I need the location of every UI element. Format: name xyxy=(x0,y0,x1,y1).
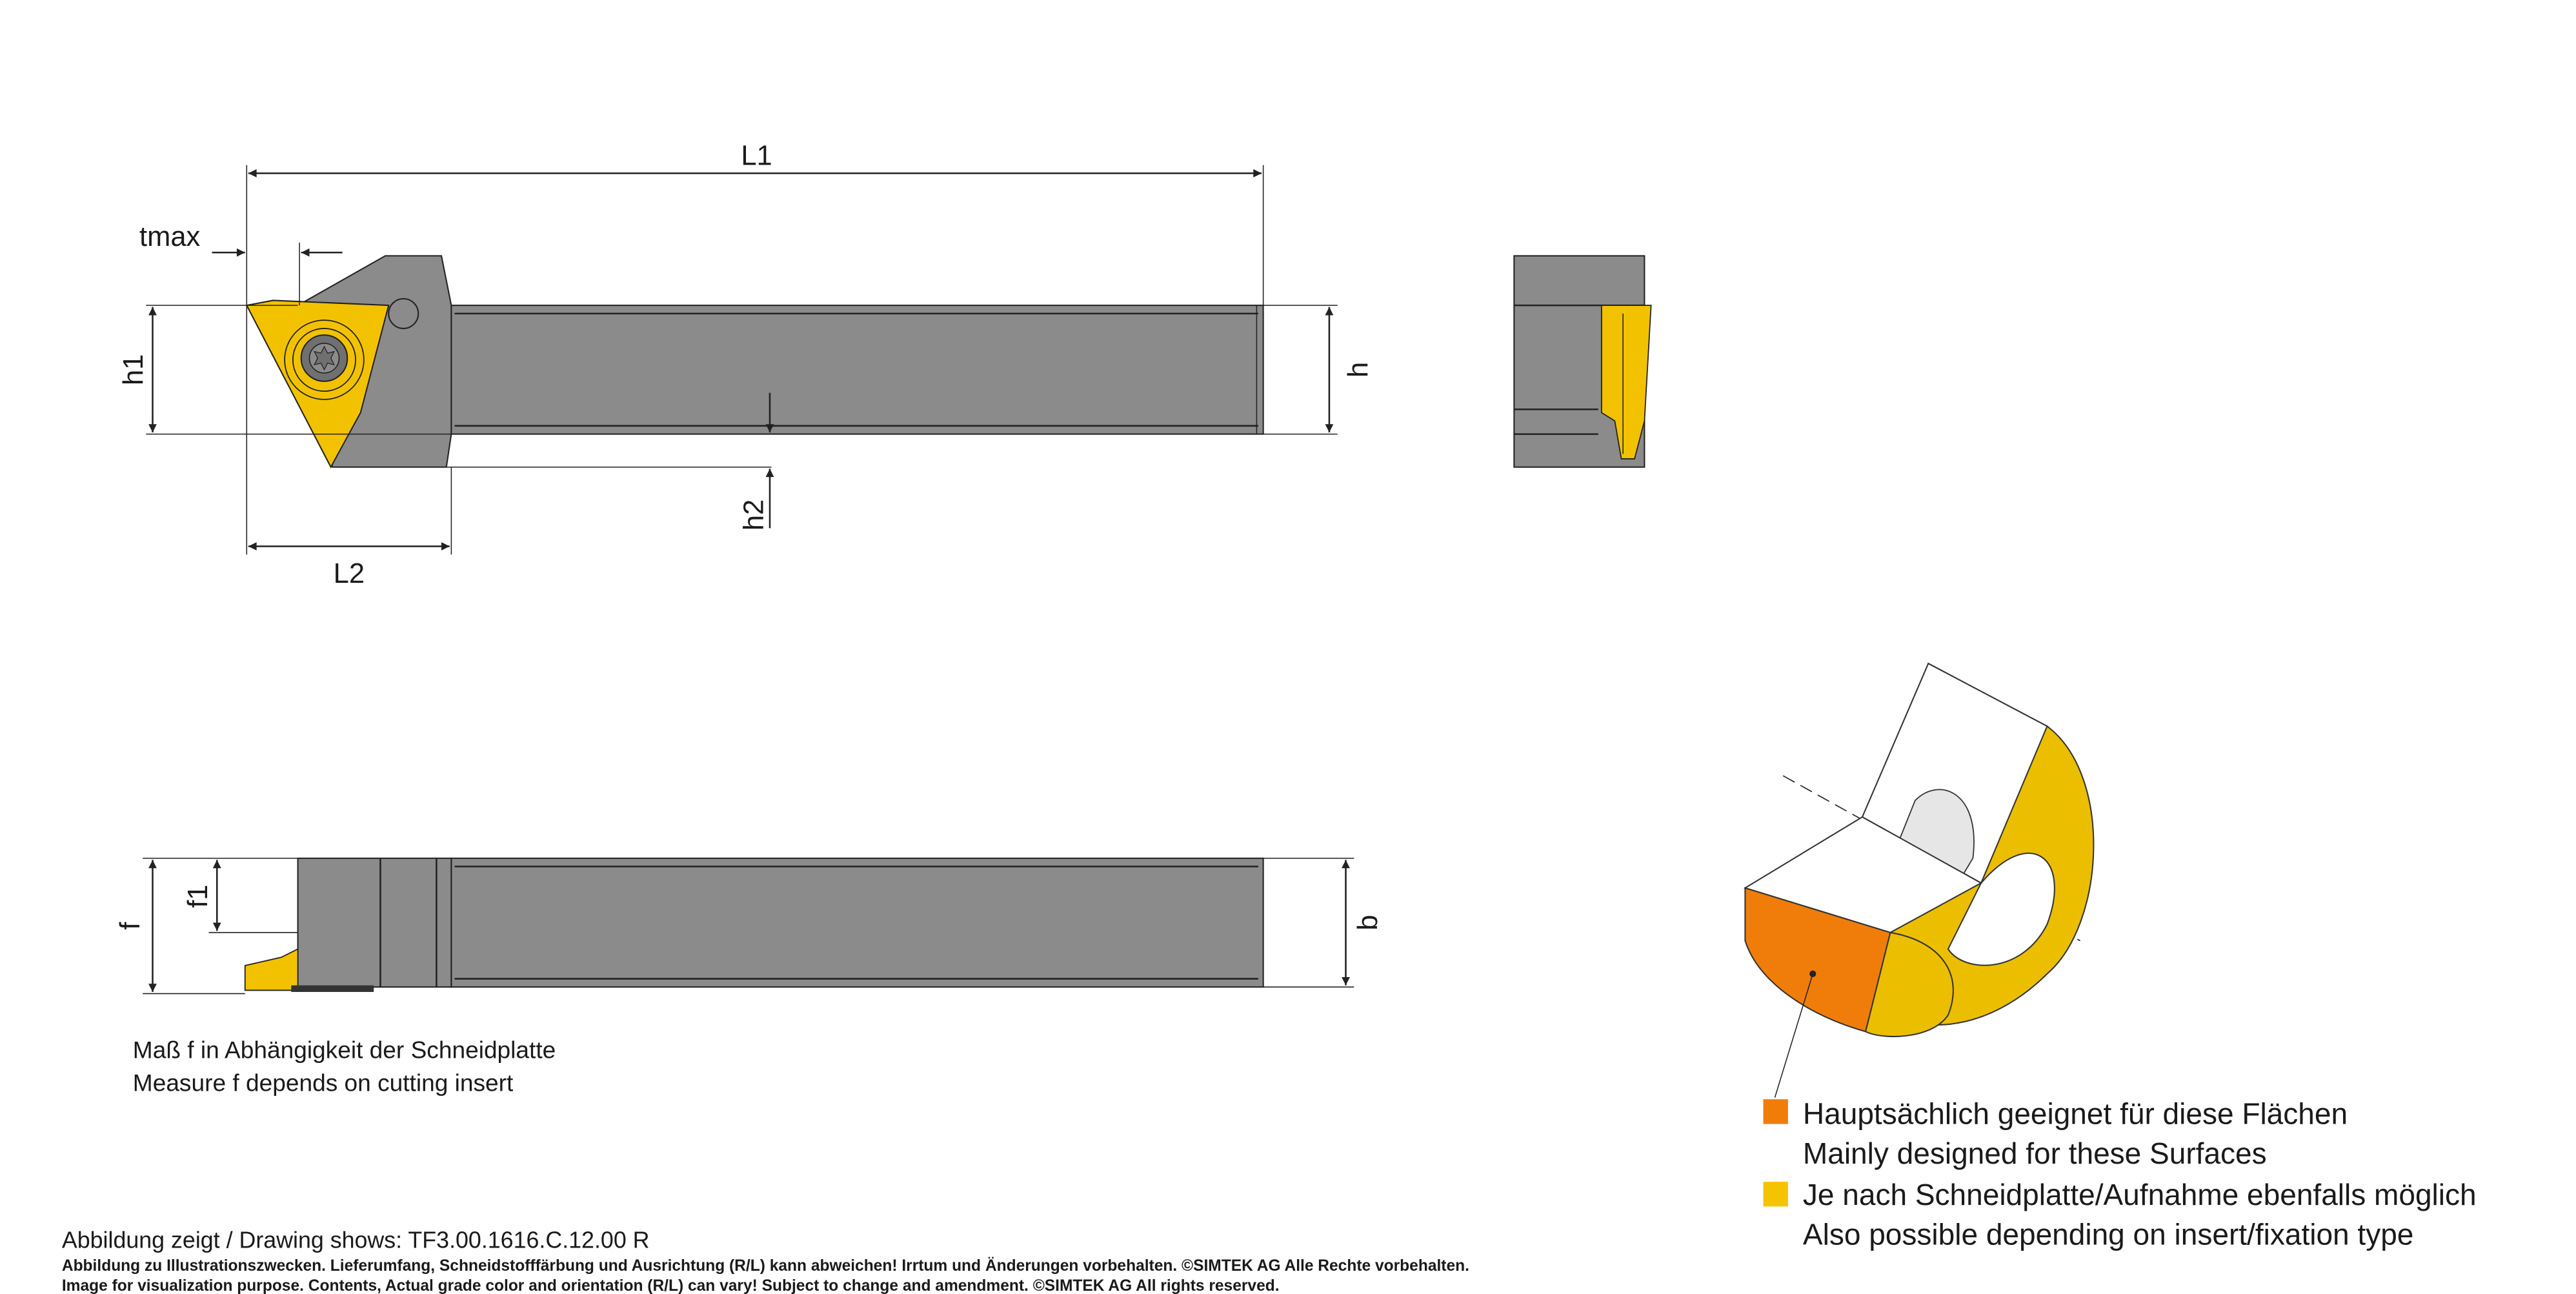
legend-orange-de: Hauptsächlich geeignet für diese Flächen xyxy=(1803,1097,2348,1131)
disclaimer-de: Abbildung zu Illustrationszwecken. Liefe… xyxy=(62,1257,1469,1275)
dim-h1: h1 xyxy=(118,354,149,385)
disclaimer-en: Image for visualization purpose. Content… xyxy=(62,1277,1280,1294)
note-measure-en: Measure f depends on cutting insert xyxy=(133,1069,514,1096)
footer: Abbildung zeigt / Drawing shows: TF3.00.… xyxy=(62,1227,1469,1294)
legend-orange-en: Mainly designed for these Surfaces xyxy=(1803,1137,2267,1170)
dim-h2: h2 xyxy=(739,500,770,531)
end-view xyxy=(1513,255,1652,468)
legend: Hauptsächlich geeignet für diese Flächen… xyxy=(1763,1097,2477,1251)
side-view-insert xyxy=(244,948,299,991)
legend-yellow-en: Also possible depending on insert/fixati… xyxy=(1803,1217,2414,1251)
dim-h: h xyxy=(1343,362,1374,378)
insert xyxy=(245,299,390,469)
dim-tmax: tmax xyxy=(139,221,200,252)
top-view: L1 tmax h1 h h2 L2 xyxy=(118,141,1374,589)
tool-shank xyxy=(450,305,1264,435)
legend-swatch-yellow xyxy=(1763,1182,1788,1207)
dim-L2: L2 xyxy=(334,558,365,589)
dim-f: f xyxy=(115,922,146,930)
legend-yellow-de: Je nach Schneidplatte/Aufnahme ebenfalls… xyxy=(1803,1178,2477,1211)
dim-f1: f1 xyxy=(183,885,214,908)
legend-swatch-orange xyxy=(1763,1099,1788,1124)
side-view: f f1 b Maß f in Abhängigkeit der Schneid… xyxy=(115,857,1384,1096)
note-measure-de: Maß f in Abhängigkeit der Schneidplatte xyxy=(133,1036,556,1063)
application-illustration xyxy=(1743,662,2095,1098)
dim-L1: L1 xyxy=(741,141,772,172)
end-view-insert xyxy=(1601,305,1652,460)
drawing-shows: Abbildung zeigt / Drawing shows: TF3.00.… xyxy=(62,1227,650,1253)
clamp-hole xyxy=(388,298,419,329)
dim-b: b xyxy=(1353,915,1384,930)
